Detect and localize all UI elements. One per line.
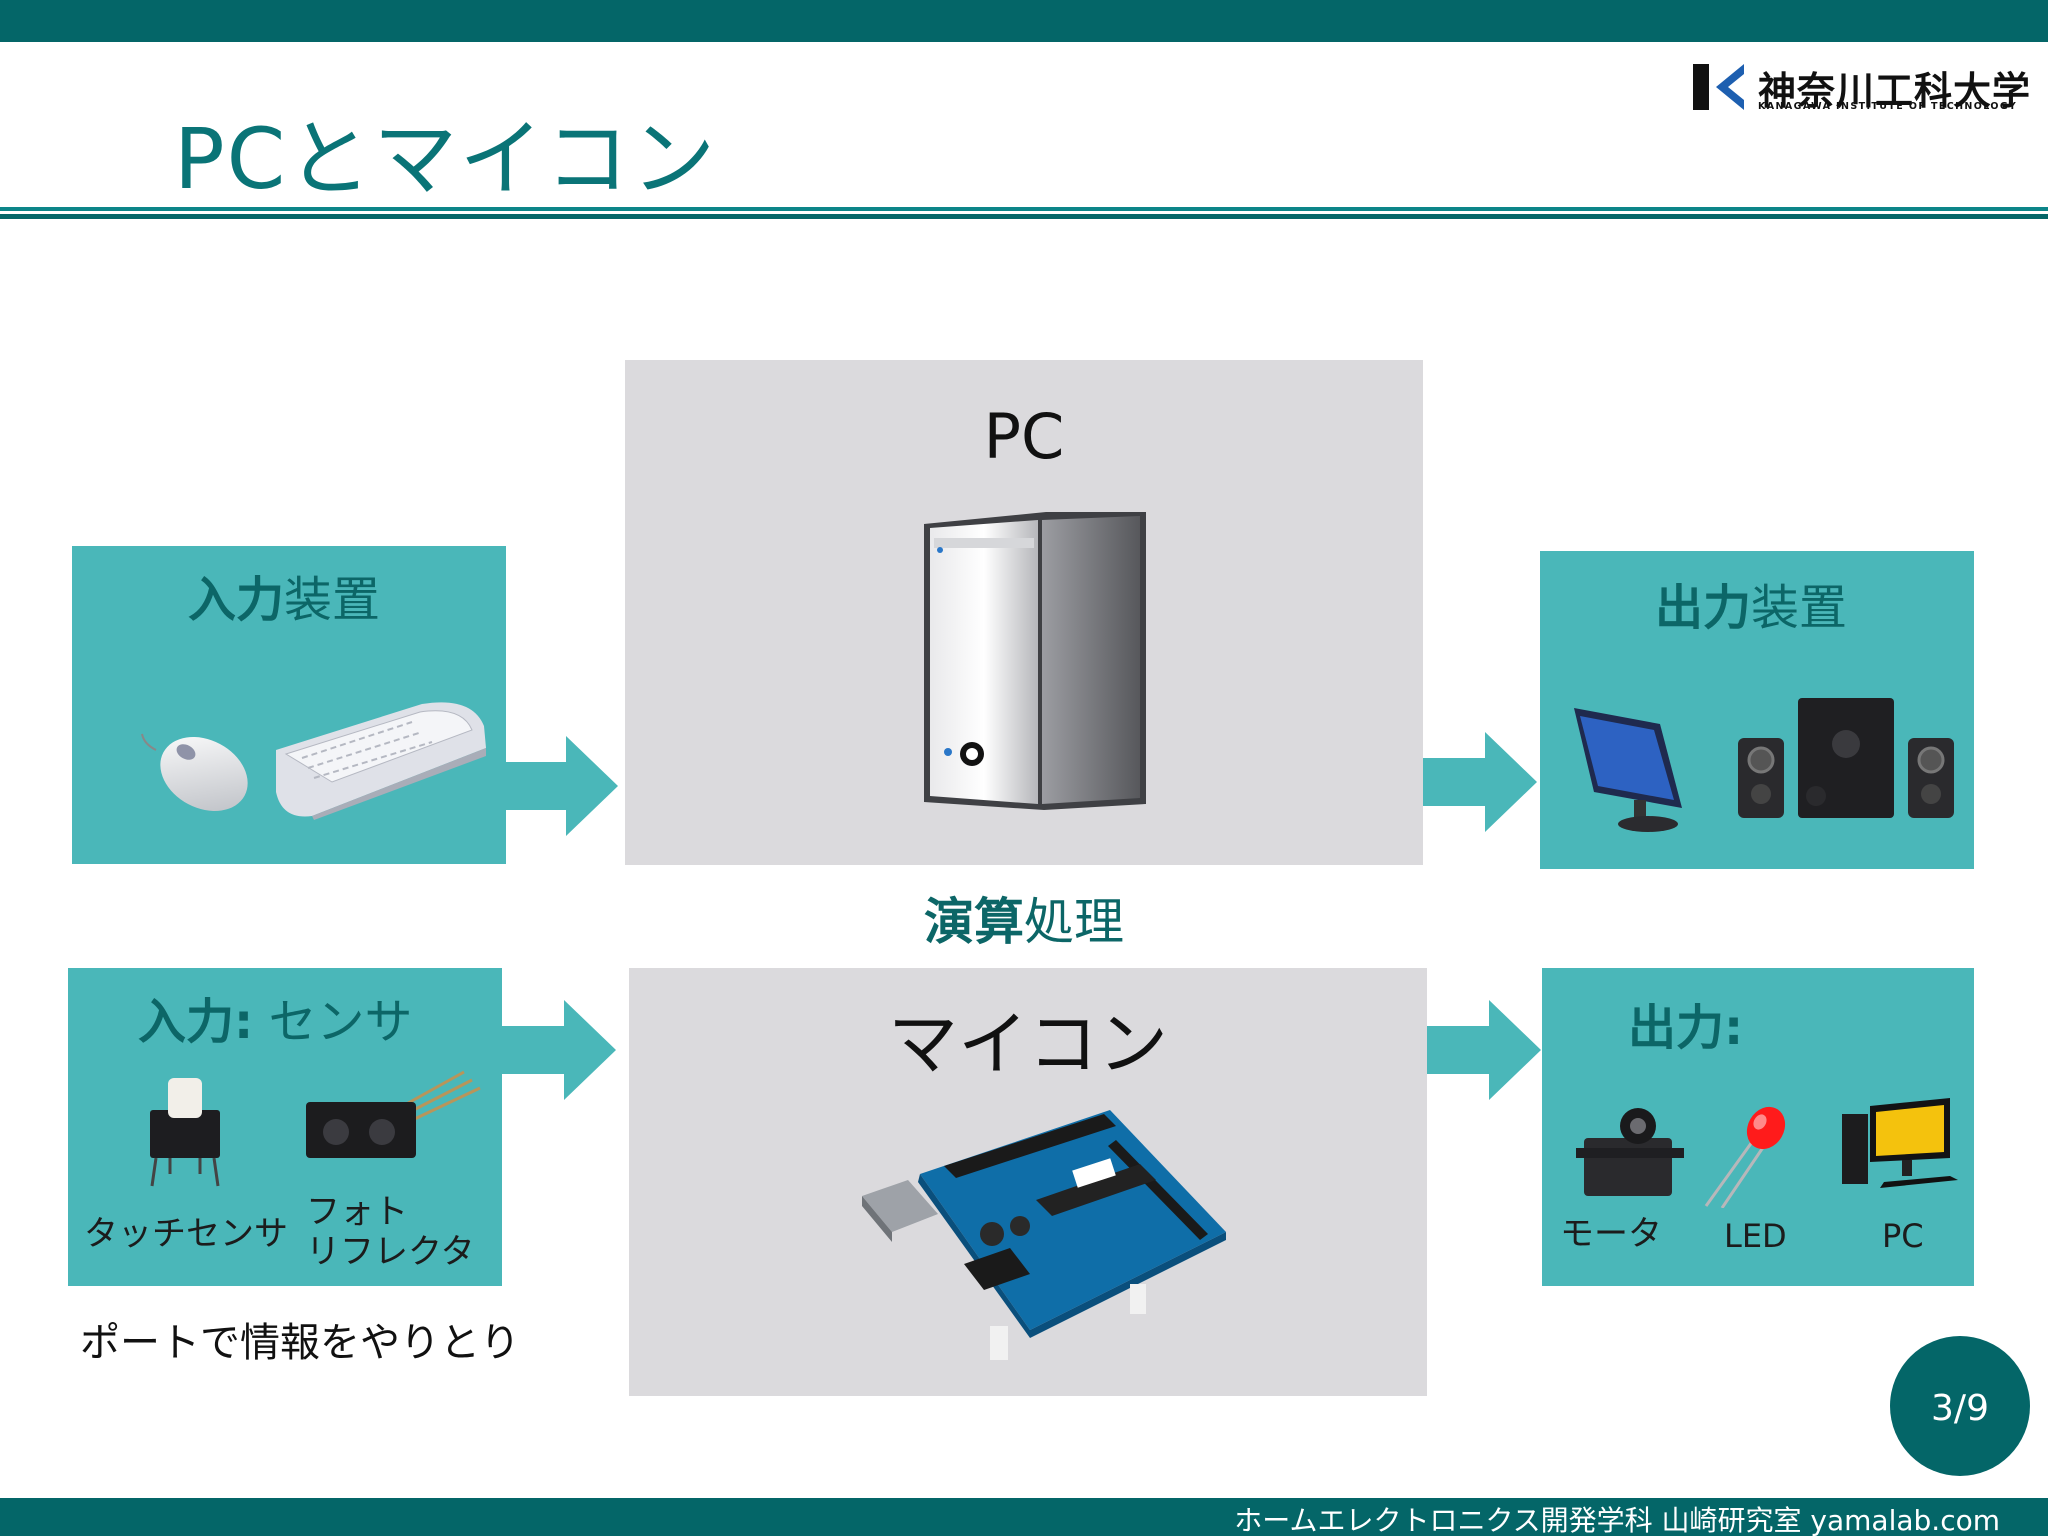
sensor-input-title: 入力: センサ [138,994,413,1050]
touch-sensor-label: タッチセンサ [84,1214,288,1254]
arduino-board-icon [862,1110,1226,1360]
pc-box-title: PC [983,400,1065,473]
pc-icon [1842,1098,1958,1188]
tact-switch-icon [150,1078,220,1187]
photo-reflector-label-line1: フォト [306,1192,408,1232]
sensor-input-box [68,968,502,1286]
pc-label: PC [1882,1217,1924,1255]
arrow-right-icon [1423,732,1537,832]
top-bar [0,0,2048,42]
university-subtitle: KANAGAWA INSTITUTE OF TECHNOLOGY [1758,101,2018,112]
page-number-badge [1890,1336,2030,1476]
mouse-icon [141,733,248,811]
header-rule-dark [0,214,2048,219]
photo-reflector-label-line2: リフレクタ [306,1232,475,1272]
keyboard-icon [276,702,486,820]
photo-reflector-icon [306,1070,481,1158]
micro-output-title: 出力: [1628,1000,1744,1056]
led-icon [1704,1106,1786,1208]
page-number: 3/9 [1931,1388,1989,1429]
servo-motor-icon [1576,1108,1684,1196]
arrow-right-icon [502,1000,616,1100]
motor-label: モータ [1560,1214,1662,1254]
slide-title: PCとマイコン [174,110,718,208]
port-note: ポートで情報をやりとり [80,1320,520,1366]
processing-caption: 演算処理 [924,893,1124,951]
speakers-icon [1738,698,1954,818]
output-device-title: 出力装置 [1655,580,1848,636]
input-device-title: 入力装置 [188,572,381,628]
arrow-right-icon [506,736,618,836]
pc-tower-icon [924,512,1146,810]
kait-logo-icon [1693,64,1744,110]
led-label: LED [1724,1217,1787,1255]
arrow-right-icon [1427,1000,1541,1100]
microcontroller-box-title: マイコン [888,1003,1168,1085]
footer-bar [0,1498,2048,1536]
monitor-icon [1574,708,1682,832]
header-rule [0,207,2048,211]
footer-text: ホームエレクトロニクス開発学科 山崎研究室 yamalab.com [1234,1504,2000,1537]
university-name: 神奈川工科大学 [1758,69,2032,113]
